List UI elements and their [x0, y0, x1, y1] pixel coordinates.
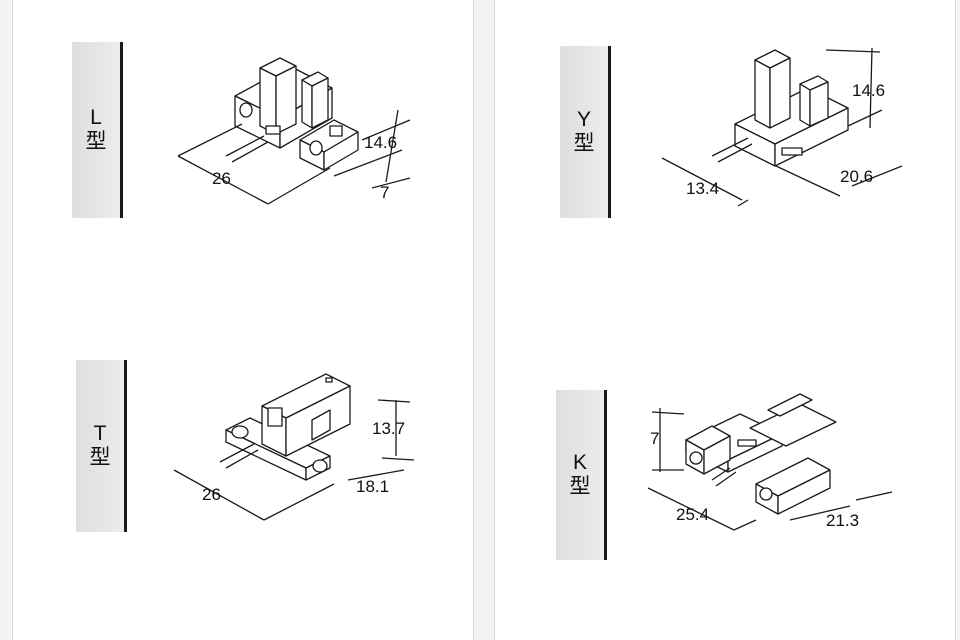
dim-l-width: 26	[212, 169, 231, 188]
dim-t-width: 26	[202, 485, 221, 504]
type-tag-t-letter: T	[93, 422, 107, 445]
type-tag-l-suffix: 型	[85, 130, 107, 153]
type-tag-t-suffix: 型	[89, 446, 111, 469]
dim-k-width: 25.4	[676, 505, 709, 524]
dim-t-height: 13.7	[372, 419, 405, 438]
dim-l-height: 14.6	[364, 133, 397, 152]
dim-y-width: 13.4	[686, 179, 719, 198]
type-tag-k-letter: K	[572, 451, 587, 474]
sensor-t-drawing	[173, 373, 415, 521]
sensor-k-drawing	[647, 393, 893, 531]
dim-k-height: 7	[650, 429, 659, 448]
type-tag-l-letter: L	[90, 106, 102, 129]
type-tag-k: K 型	[556, 390, 607, 560]
type-tag-y-letter: Y	[576, 108, 591, 131]
type-tag-y-suffix: 型	[573, 132, 595, 155]
dim-y-height: 14.6	[852, 81, 885, 100]
dim-t-depth: 18.1	[356, 477, 389, 496]
type-tag-k-suffix: 型	[569, 475, 591, 498]
type-tag-t: T 型	[76, 360, 127, 532]
sensor-y-drawing	[661, 47, 903, 207]
sensor-l-drawing	[177, 57, 411, 205]
type-tag-l: L 型	[72, 42, 123, 218]
dim-k-depth: 21.3	[826, 511, 859, 530]
dim-l-depth: 7	[380, 183, 389, 202]
type-tag-y: Y 型	[560, 46, 611, 218]
dim-y-depth: 20.6	[840, 167, 873, 186]
